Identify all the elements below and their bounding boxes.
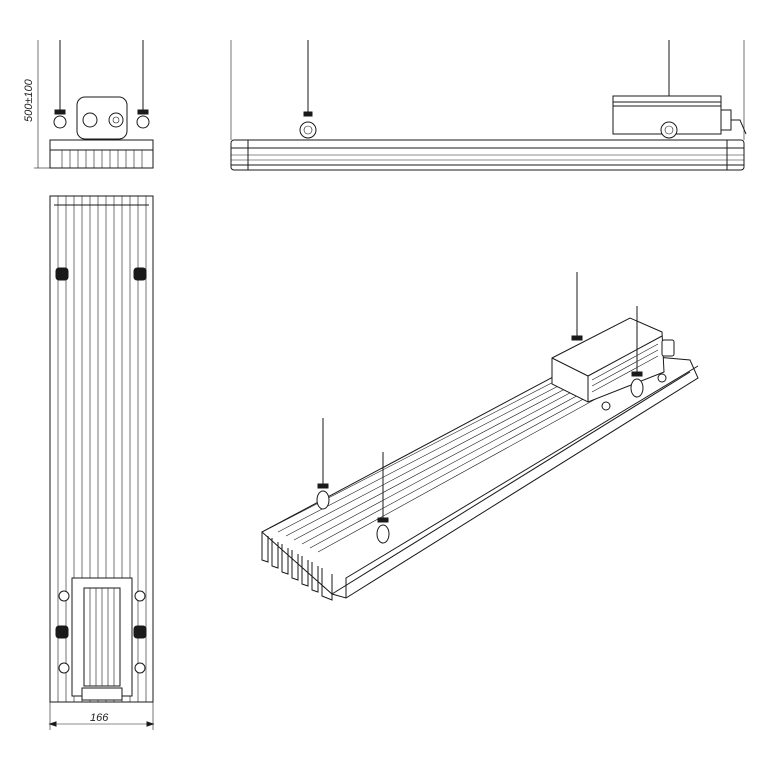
height-dimension-label: 500±100 xyxy=(23,78,35,122)
isometric-view xyxy=(261,272,699,601)
end-view: 500±100 xyxy=(23,40,154,169)
bottom-view: 166 xyxy=(48,195,155,730)
width-dimension-label: 166 xyxy=(90,712,109,724)
side-view xyxy=(230,40,747,171)
